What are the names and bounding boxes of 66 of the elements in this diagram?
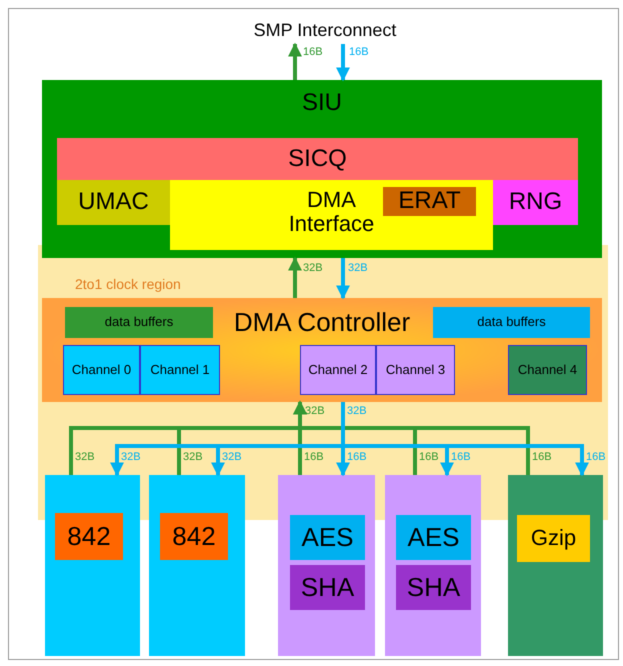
- block-label: SIU: [302, 90, 342, 116]
- block-label: DMA Interface: [288, 188, 376, 236]
- buffer-box: [65, 307, 213, 338]
- block-label: 842: [172, 522, 216, 551]
- block-label: Channel 4: [518, 362, 578, 378]
- engine-box: [290, 515, 365, 560]
- block-label: Channel 3: [386, 362, 446, 378]
- edge-label: 16B: [347, 451, 367, 463]
- channel-box: [508, 345, 587, 395]
- block-label: Channel 2: [308, 362, 368, 378]
- block-label: Gzip: [530, 526, 576, 551]
- edge-label: 32B: [75, 451, 95, 463]
- edge-label: 32B: [222, 451, 242, 463]
- block-label: SHA: [300, 573, 354, 602]
- arrow: [336, 258, 350, 300]
- edge-label: 16B: [419, 451, 439, 463]
- edge-label: 16B: [586, 451, 606, 463]
- engine-box: [396, 565, 471, 610]
- block-label: 842: [67, 522, 111, 551]
- block-label: SICQ: [288, 146, 347, 172]
- engine-box: [517, 515, 590, 562]
- block-label: UMAC: [78, 189, 149, 216]
- arrow: [336, 44, 350, 82]
- block-label: RNG: [508, 189, 562, 216]
- arrow: [288, 256, 302, 298]
- unit-box: [383, 187, 476, 216]
- block-label: ERAT: [398, 188, 461, 215]
- edge-label: 32B: [303, 262, 323, 274]
- unit-box: [42, 80, 602, 258]
- accelerator-box: [149, 475, 245, 656]
- edge-label: 32B: [121, 451, 141, 463]
- block-label: AES: [301, 523, 354, 552]
- engine-box: [160, 513, 228, 560]
- buffer-box: [433, 307, 590, 338]
- accelerator-box: [278, 475, 375, 656]
- block-label: DMA Controller: [234, 308, 410, 337]
- accelerator-box: [385, 475, 481, 656]
- engine-box: [396, 515, 471, 560]
- block-label: Channel 0: [72, 362, 132, 378]
- block-label: data buffers: [477, 315, 546, 330]
- engine-box: [55, 513, 123, 560]
- edge-label: 16B: [349, 46, 369, 58]
- controller-box: [42, 298, 602, 402]
- block-label: AES: [407, 523, 460, 552]
- bus-width-label: 32B: [305, 405, 325, 417]
- edge-label: 32B: [183, 451, 203, 463]
- arrow: [288, 42, 302, 80]
- block-label: Channel 1: [150, 362, 210, 378]
- unit-box: [57, 180, 170, 225]
- unit-box: [493, 180, 578, 225]
- accelerator-box: [508, 475, 603, 656]
- bus-width-label: 32B: [347, 405, 367, 417]
- arrow: [293, 400, 530, 475]
- accelerator-box: [45, 475, 140, 656]
- edge-label: 16B: [532, 451, 552, 463]
- engine-box: [290, 565, 365, 610]
- edge-label: 32B: [348, 262, 368, 274]
- edge-label: 16B: [451, 451, 471, 463]
- region-label: 2to1 clock region: [75, 277, 181, 292]
- edge-label: 16B: [303, 46, 323, 58]
- interconnect-label: SMP Interconnect: [254, 21, 396, 41]
- block-label: data buffers: [104, 315, 174, 330]
- interface-box: [170, 180, 493, 250]
- queue-box: [57, 138, 578, 180]
- edge-label: 16B: [304, 451, 324, 463]
- block-label: SHA: [406, 573, 460, 602]
